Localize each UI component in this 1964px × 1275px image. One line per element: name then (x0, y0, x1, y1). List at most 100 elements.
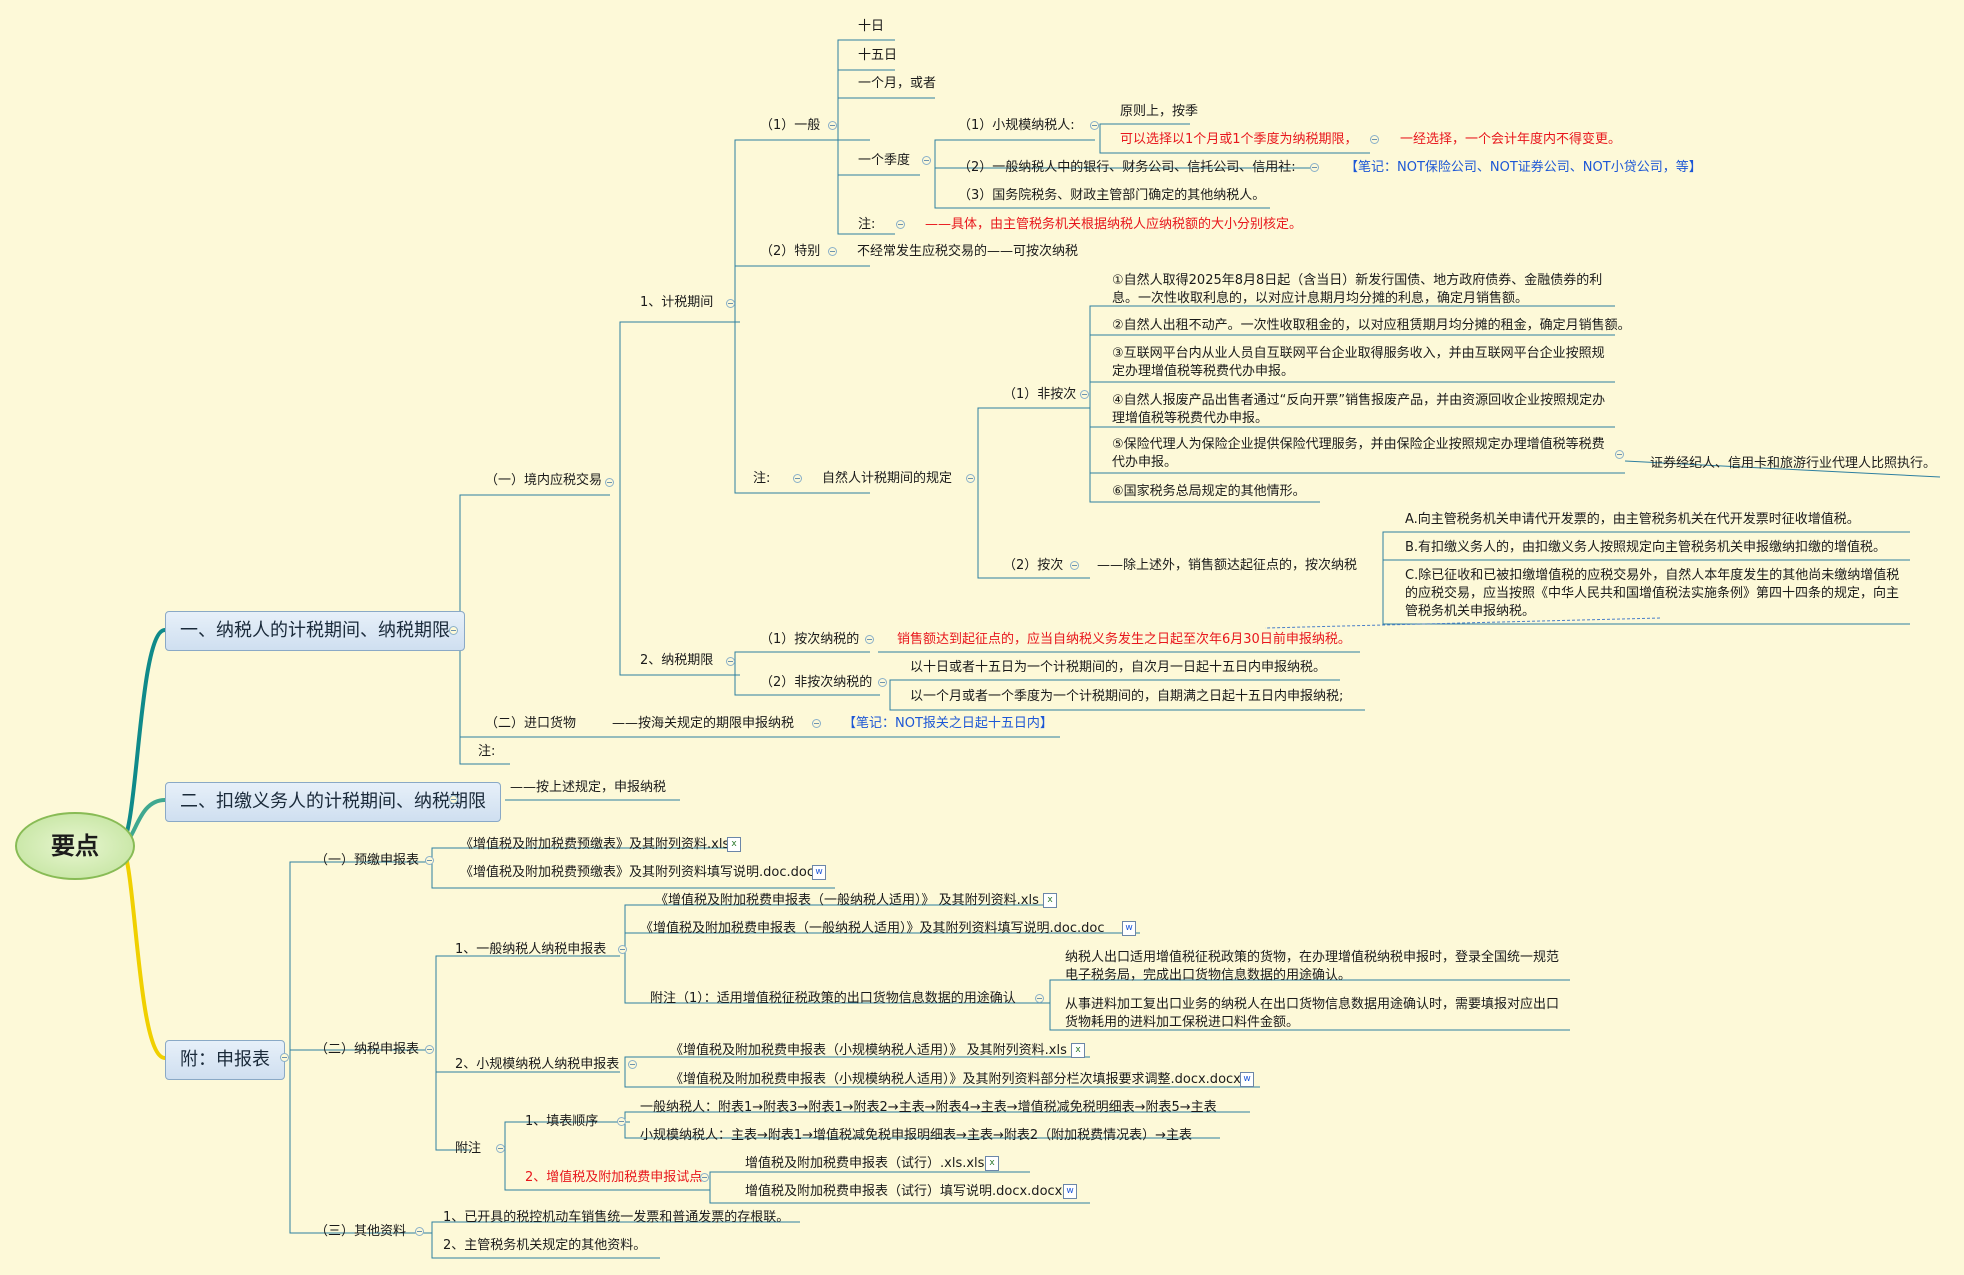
node-export-2[interactable]: 从事进料加工复出口业务的纳税人在出口货物信息数据用途确认时，需要填报对应出口货物… (1065, 997, 1560, 1030)
collapse-toggle-icon[interactable] (1080, 390, 1089, 399)
node-ten-days[interactable]: 十日 (858, 19, 885, 34)
node-import-note[interactable]: 【笔记：NOT报关之日起十五日内】 (843, 716, 1053, 731)
node-case-a[interactable]: A.向主管税务机关申请代开发票的，由主管税务机关在代开发票时征收增值税。 (1405, 512, 1860, 527)
node-item-3[interactable]: ③互联网平台内从业人员自互联网平台企业取得服务收入，并由互联网平台企业按照规定办… (1112, 346, 1605, 379)
node-per-time-tax-desc[interactable]: 销售额达到起征点的，应当自纳税义务发生之日起至次年6月30日前申报纳税。 (897, 632, 1351, 647)
node-tax-deadline[interactable]: 2、纳税期限 (640, 653, 714, 668)
collapse-toggle-icon[interactable] (726, 299, 735, 308)
node-item-4[interactable]: ④自然人报废产品出售者通过“反向开票”销售报废产品，并由资源回收企业按照规定办理… (1112, 393, 1606, 426)
node-domestic[interactable]: （一）境内应税交易 (485, 473, 603, 488)
collapse-toggle-icon[interactable] (1370, 135, 1379, 144)
collapse-toggle-icon[interactable] (425, 1045, 434, 1054)
node-general[interactable]: （1）一般 (760, 118, 821, 133)
collapse-toggle-icon[interactable] (828, 121, 837, 130)
xls-icon[interactable]: x (1071, 1043, 1085, 1058)
node-import-desc[interactable]: ——按海关规定的期限申报纳税 (612, 716, 795, 731)
collapse-toggle-icon[interactable] (496, 1144, 505, 1153)
xls-icon[interactable]: x (727, 837, 741, 852)
node-tax-period[interactable]: 1、计税期间 (640, 295, 714, 310)
file-small-xls[interactable]: 《增值税及附加税费申报表（小规模纳税人适用）》 及其附列资料.xls (670, 1043, 1067, 1058)
doc-icon[interactable]: w (1063, 1184, 1077, 1199)
collapse-toggle-icon[interactable] (415, 1227, 424, 1236)
node-item-5-extra[interactable]: 证券经纪人、信用卡和旅游行业代理人比照执行。 (1650, 456, 1937, 471)
node-fill-order[interactable]: 1、填表顺序 (525, 1114, 599, 1129)
node-deadline-a[interactable]: 以十日或者十五日为一个计税期间的，自次月一日起十五日内申报纳税。 (910, 660, 1327, 675)
collapse-toggle-icon[interactable] (896, 220, 905, 229)
collapse-toggle-icon[interactable] (1615, 450, 1624, 459)
collapse-toggle-icon[interactable] (605, 478, 614, 487)
node-note-3-desc[interactable]: ——具体，由主管税务机关根据纳税人应纳税额的大小分别核定。 (925, 217, 1303, 232)
node-pilot[interactable]: 2、增值税及附加税费申报试点 (525, 1170, 703, 1185)
node-per-time-desc[interactable]: ——除上述外，销售额达起征点的，按次纳税 (1097, 558, 1358, 573)
file-pilot-xls[interactable]: 增值税及附加税费申报表（试行）.xls.xls (745, 1156, 985, 1171)
node-appendix[interactable]: 附注 (455, 1141, 482, 1156)
node-optional-period[interactable]: 可以选择以1个月或1个季度为纳税期限， (1120, 132, 1358, 147)
node-per-time[interactable]: （2）按次 (1003, 558, 1064, 573)
node-non-per-time-tax[interactable]: （2）非按次纳税的 (760, 675, 873, 690)
collapse-toggle-icon[interactable] (618, 945, 627, 954)
collapse-toggle-icon[interactable] (726, 657, 735, 666)
node-other-taxpayers[interactable]: （3）国务院税务、财政主管部门确定的其他纳税人。 (958, 188, 1266, 203)
collapse-toggle-icon[interactable] (449, 626, 458, 635)
node-other-1[interactable]: 1、已开具的税控机动车销售统一发票和普通发票的存根联。 (443, 1210, 790, 1225)
node-prepay[interactable]: （一）预缴申报表 (315, 853, 420, 868)
node-financial-note[interactable]: 【笔记：NOT保险公司、NOT证券公司、NOT小贷公司，等】 (1345, 160, 1702, 175)
main-topic-withholding[interactable]: 二、扣缴义务人的计税期间、纳税期限 (165, 782, 501, 822)
collapse-toggle-icon[interactable] (878, 678, 887, 687)
collapse-toggle-icon[interactable] (700, 1173, 709, 1182)
node-small-form[interactable]: 2、小规模纳税人纳税申报表 (455, 1057, 620, 1072)
node-deadline-b[interactable]: 以一个月或者一个季度为一个计税期间的，自期满之日起十五日内申报纳税; (910, 689, 1344, 704)
collapse-toggle-icon[interactable] (812, 719, 821, 728)
node-note[interactable]: 注: (478, 744, 496, 759)
node-export-1[interactable]: 纳税人出口适用增值税征税政策的货物，在办理增值税纳税申报时，登录全国统一规范电子… (1065, 950, 1560, 983)
doc-icon[interactable]: w (1240, 1072, 1254, 1087)
collapse-toggle-icon[interactable] (865, 635, 874, 644)
node-special[interactable]: （2）特别 (760, 244, 821, 259)
collapse-toggle-icon[interactable] (449, 795, 458, 804)
node-tax-return[interactable]: （二）纳税申报表 (315, 1042, 420, 1057)
node-one-quarter[interactable]: 一个季度 (858, 153, 911, 168)
node-import[interactable]: （二）进口货物 (485, 716, 577, 731)
file-general-doc[interactable]: 《增值税及附加税费申报表（一般纳税人适用）》及其附列资料填写说明.doc.doc (640, 921, 1105, 936)
file-general-xls[interactable]: 《增值税及附加税费申报表（一般纳税人适用）》 及其附列资料.xls (655, 893, 1039, 908)
collapse-toggle-icon[interactable] (425, 856, 434, 865)
main-topic-forms[interactable]: 附：申报表 (165, 1040, 285, 1080)
file-prepay-xls[interactable]: 《增值税及附加税费预缴表》及其附列资料.xls (460, 837, 730, 852)
collapse-toggle-icon[interactable] (966, 474, 975, 483)
xls-icon[interactable]: x (1043, 893, 1057, 908)
node-fifteen-days[interactable]: 十五日 (858, 48, 898, 63)
collapse-toggle-icon[interactable] (1070, 561, 1079, 570)
node-item-5[interactable]: ⑤保险代理人为保险企业提供保险代理服务，并由保险企业按照规定办理增值税等税费代办… (1112, 437, 1605, 470)
collapse-toggle-icon[interactable] (793, 474, 802, 483)
node-item-1[interactable]: ①自然人取得2025年8月8日起（含当日）新发行国债、地方政府债券、金融债券的利… (1112, 273, 1603, 306)
node-other-2[interactable]: 2、主管税务机关规定的其他资料。 (443, 1238, 647, 1253)
collapse-toggle-icon[interactable] (280, 1053, 289, 1062)
xls-icon[interactable]: x (985, 1156, 999, 1171)
collapse-toggle-icon[interactable] (628, 1060, 637, 1069)
node-general-form[interactable]: 1、一般纳税人纳税申报表 (455, 942, 607, 957)
collapse-toggle-icon[interactable] (1310, 163, 1319, 172)
node-quarterly[interactable]: 原则上，按季 (1120, 104, 1199, 119)
node-other-materials[interactable]: （三）其他资料 (315, 1224, 407, 1239)
collapse-toggle-icon[interactable] (1035, 994, 1044, 1003)
node-item-6[interactable]: ⑥国家税务总局规定的其他情形。 (1112, 484, 1306, 499)
node-note-2[interactable]: 注: (753, 471, 771, 486)
node-case-b[interactable]: B.有扣缴义务人的，由扣缴义务人按照规定向主管税务机关申报缴纳扣缴的增值税。 (1405, 540, 1887, 555)
node-note-3[interactable]: 注: (858, 217, 876, 232)
file-small-docx[interactable]: 《增值税及附加税费申报表（小规模纳税人适用）》及其附列资料部分栏次填报要求调整.… (670, 1072, 1241, 1087)
node-order-small[interactable]: 小规模纳税人：主表→附表1→增值税减免税申报明细表→主表→附表2（附加税费情况表… (640, 1128, 1193, 1143)
node-export-note[interactable]: 附注（1）：适用增值税征税政策的出口货物信息数据的用途确认 (650, 991, 1016, 1006)
collapse-toggle-icon[interactable] (922, 156, 931, 165)
root-node[interactable]: 要点 (15, 812, 135, 880)
node-financial[interactable]: （2）一般纳税人中的银行、财务公司、信托公司、信用社: (958, 160, 1296, 175)
collapse-toggle-icon[interactable] (828, 247, 837, 256)
node-item-2[interactable]: ②自然人出租不动产。一次性收取租金的，以对应租赁期月均分摊的租金，确定月销售额。 (1112, 318, 1631, 333)
node-natural-person[interactable]: 自然人计税期间的规定 (822, 471, 953, 486)
collapse-toggle-icon[interactable] (1090, 121, 1099, 130)
node-per-time-tax[interactable]: （1）按次纳税的 (760, 632, 860, 647)
node-order-general[interactable]: 一般纳税人：附表1→附表3→附表1→附表2→主表→附表4→主表→增值税减免税明细… (640, 1100, 1217, 1115)
file-prepay-doc[interactable]: 《增值税及附加税费预缴表》及其附列资料填写说明.doc.doc (460, 865, 814, 880)
node-one-month[interactable]: 一个月，或者 (858, 76, 937, 91)
node-special-desc[interactable]: 不经常发生应税交易的——可按次纳税 (857, 244, 1079, 259)
file-pilot-docx[interactable]: 增值税及附加税费申报表（试行）填写说明.docx.docx (745, 1184, 1063, 1199)
